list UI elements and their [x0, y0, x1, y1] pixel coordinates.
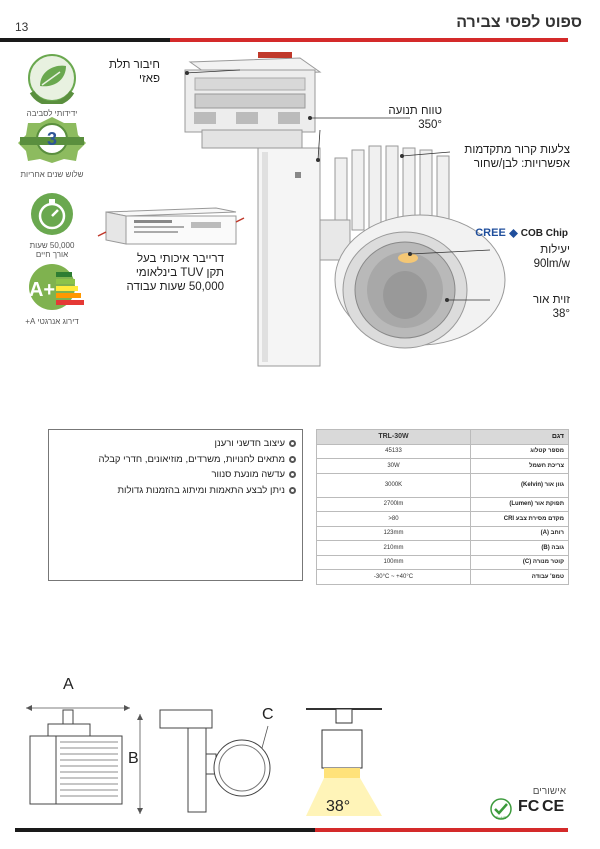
- badge-warranty: 3 שלוש שנים אחריות: [12, 115, 92, 179]
- feature-item: ניתן לבצע התאמות ומיתוג בהזמנות גדולות: [49, 483, 296, 499]
- beam-angle-label: 38°: [326, 798, 351, 815]
- callout-rotation: טווח תנועה 350°: [388, 105, 442, 131]
- dimension-b-label: B: [128, 750, 139, 767]
- spec-header-row: TRL-30W דגם: [316, 429, 569, 445]
- feature-item: עיצוב חדשני ורענן: [49, 436, 296, 452]
- cree-chip-logo: CREE COB Chip: [475, 227, 568, 239]
- features-list: עיצוב חדשני ורענן מתאים לחנויות, משרדים,…: [49, 436, 296, 498]
- badge-energy-label: דירוג אנרגטי A+: [25, 317, 79, 326]
- table-row: -30°C ~ +40°C טמפ' עבודה: [316, 569, 569, 585]
- badge-warranty-label: שלוש שנים אחריות: [20, 170, 84, 179]
- track-spotlight-illustration: [184, 52, 506, 367]
- feature-item: עדשה מונעת סנוור: [49, 467, 296, 483]
- header-bar-red: [170, 38, 568, 42]
- features-box: עיצוב חדשני ורענן מתאים לחנויות, משרדים,…: [48, 429, 303, 581]
- spec-table: TRL-30W דגם 45133 מספר קטלוג 30W צריכת ח…: [316, 429, 569, 585]
- callout-heatsink: צלעות קרור מתקדמות אפשרויות: לבן/שחור: [464, 144, 570, 170]
- ce-mark: CE: [542, 798, 565, 815]
- badge-energy: A+ דירוג אנרגטי A+: [12, 262, 92, 326]
- badge-lifetime-label-1: 50,000 שעות: [29, 241, 75, 250]
- table-row: 30W צריכת חשמל: [316, 458, 569, 474]
- callout-three-phase: חיבור תלת פאזי: [108, 59, 160, 85]
- rohs-text: RoHS: [496, 815, 507, 820]
- leader-efficiency: [409, 249, 491, 255]
- table-row: 2700lm תפוקת אור (Lumen): [316, 496, 569, 512]
- stopwatch-icon: [31, 193, 73, 235]
- warranty-icon: 3: [18, 117, 86, 163]
- badge-eco-label: ידידותי לסביבה: [26, 109, 78, 118]
- cree-brand: CREE: [475, 227, 506, 239]
- callout-efficiency: יעילות 90lm/w: [533, 244, 570, 270]
- table-row: 210mm גובה (B): [316, 540, 569, 556]
- warranty-number: 3: [47, 129, 57, 149]
- table-row: 100mm קוטר מנורה (C): [316, 554, 569, 570]
- beam-angle-drawing: [306, 708, 382, 816]
- spec-model-value: TRL-30W: [316, 429, 471, 445]
- page-title: ספוט לפסי צבירה: [456, 14, 582, 31]
- badge-eco: ידידותי לסביבה: [12, 52, 92, 118]
- eco-friendly-icon: [28, 54, 76, 107]
- table-row: 45133 מספר קטלוג: [316, 443, 569, 459]
- lamp-head: [319, 214, 506, 349]
- bullet-icon: [289, 440, 296, 448]
- page-number: 13: [15, 20, 29, 34]
- header-bar-black: [0, 38, 170, 42]
- fc-mark: FC: [518, 798, 540, 815]
- heatsink-fins: [334, 145, 450, 237]
- leader-three-phase: [184, 69, 241, 74]
- callout-beam: זוית אור 38°: [533, 294, 570, 320]
- bullet-icon: [289, 455, 296, 463]
- mounting-arm: [257, 147, 321, 367]
- dimension-drawing: [26, 705, 271, 814]
- badge-lifetime: 50,000 שעות אורך חיים: [12, 190, 92, 259]
- rohs-icon: RoHS: [490, 798, 512, 820]
- cree-diamond-icon: [508, 228, 518, 238]
- track-adapter: [184, 52, 322, 149]
- bullet-icon: [289, 486, 296, 494]
- cob-chip-label: COB Chip: [520, 227, 568, 239]
- dimension-c-label: C: [262, 706, 274, 723]
- led-driver-illustration: [97, 207, 245, 245]
- leader-heatsink: [401, 151, 451, 157]
- badge-lifetime-label-2: אורך חיים: [35, 250, 69, 259]
- spec-model-label: דגם: [470, 429, 569, 445]
- table-row: 3000K גוון אור (Kelvin): [316, 472, 569, 498]
- footer-bar-red: [315, 828, 568, 832]
- feature-item: מתאים לחנויות, משרדים, מוזיאונים, חדרי ק…: [49, 452, 296, 468]
- bullet-icon: [289, 471, 296, 479]
- callout-driver: דרייבר איכותי בעל תקן TUV בינלאומי 50,00…: [126, 253, 224, 293]
- dimension-a-label: A: [63, 676, 74, 693]
- energy-rating-text: A+: [29, 279, 55, 301]
- footer-bar-black: [15, 828, 315, 832]
- certifications-label: אישורים: [532, 786, 566, 797]
- table-row: >80 מקדם מסירת צבע CRI: [316, 511, 569, 527]
- table-row: 123mm רוחב (A): [316, 525, 569, 541]
- energy-rating-icon: A+: [29, 264, 84, 310]
